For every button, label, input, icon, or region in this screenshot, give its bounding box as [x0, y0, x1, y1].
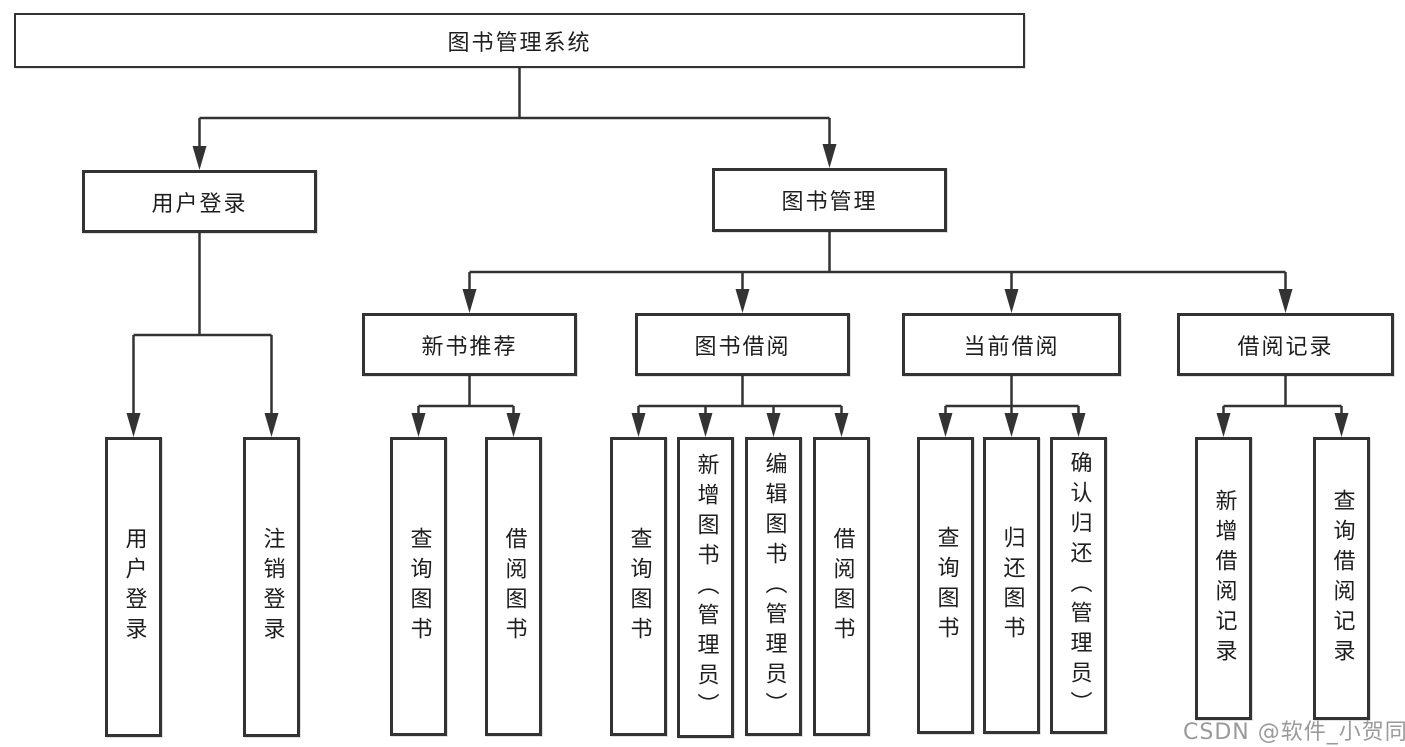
leaf-borrow-books-borrowing-label: 借阅图书	[829, 526, 855, 647]
node-borrowing-records-label: 借阅记录	[1237, 334, 1334, 360]
node-library-system: 图书管理系统	[14, 13, 1025, 68]
node-borrowing-records: 借阅记录	[1177, 313, 1394, 376]
leaf-query-books-borrowing: 查询图书	[610, 437, 667, 736]
leaf-confirm-return-admin-label: 确认归还（管理员）	[1066, 450, 1092, 721]
leaf-logout-login-label: 注销登录	[259, 527, 285, 647]
node-book-management-label: 图书管理	[781, 190, 878, 215]
leaf-return-books: 归还图书	[983, 437, 1040, 734]
leaf-query-books-recommend: 查询图书	[390, 437, 447, 736]
leaf-add-books-admin: 新增图书（管理员）	[677, 437, 734, 738]
node-current-borrowing: 当前借阅	[902, 313, 1121, 376]
leaf-add-borrow-record-label: 新增借阅记录	[1211, 488, 1237, 669]
watermark: CSDN @软件_小贺同学	[1183, 720, 1405, 745]
leaf-query-borrow-record: 查询借阅记录	[1313, 437, 1370, 720]
node-library-system-label: 图书管理系统	[447, 30, 592, 56]
leaf-edit-books-admin-label: 编辑图书（管理员）	[761, 451, 787, 722]
leaf-user-login-label: 用户登录	[121, 527, 147, 647]
leaf-query-books-recommend-label: 查询图书	[406, 526, 432, 647]
leaf-add-borrow-record: 新增借阅记录	[1195, 437, 1252, 720]
leaf-query-books-borrowing-label: 查询图书	[626, 526, 652, 647]
node-new-book-recommend: 新书推荐	[362, 313, 577, 376]
leaf-query-borrow-record-label: 查询借阅记录	[1329, 488, 1355, 669]
node-user-login-label: 用户登录	[151, 191, 248, 217]
node-user-login: 用户登录	[82, 170, 317, 233]
leaf-borrow-books-recommend: 借阅图书	[485, 437, 542, 736]
leaf-add-books-admin-label: 新增图书（管理员）	[693, 452, 719, 723]
leaf-borrow-books-borrowing: 借阅图书	[813, 437, 870, 736]
leaf-logout-login: 注销登录	[243, 437, 300, 737]
node-book-borrowing-label: 图书借阅	[694, 334, 791, 360]
leaf-edit-books-admin: 编辑图书（管理员）	[745, 437, 802, 736]
node-book-management: 图书管理	[712, 168, 947, 232]
node-new-book-recommend-label: 新书推荐	[421, 334, 518, 360]
node-book-borrowing: 图书借阅	[635, 313, 850, 376]
leaf-return-books-label: 归还图书	[999, 525, 1025, 646]
leaf-confirm-return-admin: 确认归还（管理员）	[1050, 437, 1107, 734]
leaf-query-books-current-label: 查询图书	[933, 525, 959, 646]
leaf-user-login: 用户登录	[105, 437, 162, 737]
node-current-borrowing-label: 当前借阅	[963, 334, 1060, 360]
leaf-query-books-current: 查询图书	[917, 437, 974, 734]
leaf-borrow-books-recommend-label: 借阅图书	[501, 526, 527, 647]
